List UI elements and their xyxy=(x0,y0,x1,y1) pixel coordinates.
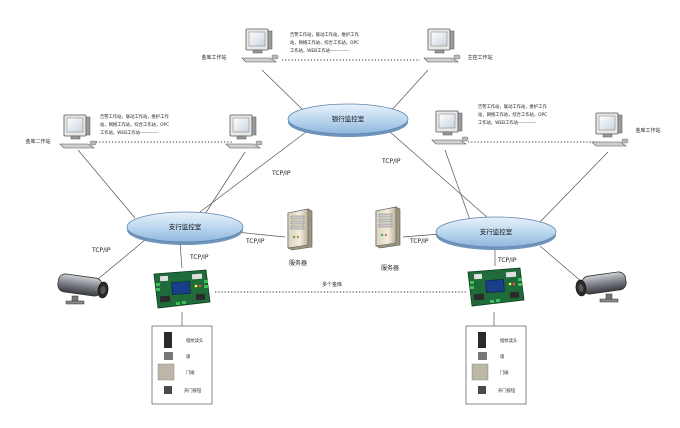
workstation-mid-right-b-icon xyxy=(591,112,629,147)
access-left-item-4: 开门按钮 xyxy=(184,387,202,394)
workstation-mid-right-label: 金库工作站 xyxy=(635,127,660,134)
exit-button-icon xyxy=(478,386,486,394)
roles-right-line-3: 工作站，WEB工作站------------ xyxy=(478,119,537,126)
access-left-item-1: 指纹读头 xyxy=(186,337,204,344)
access-right-item-1: 指纹读头 xyxy=(500,337,518,344)
roles-top-line-1: 告警工作站，联动工作站，维护工作 xyxy=(290,31,359,38)
workstation-mid-left-label: 金库二作站 xyxy=(25,138,50,145)
camera-right-icon xyxy=(574,270,628,303)
door-sensor-icon xyxy=(157,363,175,381)
workstation-top-right-icon xyxy=(423,28,461,63)
exit-button-icon xyxy=(164,386,172,394)
access-right-item-4: 开门按钮 xyxy=(498,387,516,394)
access-right-item-2: 锁 xyxy=(500,353,505,360)
roles-left-line-2: 站，网络工作站，综合工作站，OPC xyxy=(100,121,169,128)
line-left-hub-board xyxy=(179,242,183,269)
hub-left-label: 支行监控室 xyxy=(169,222,202,231)
lock-icon xyxy=(164,352,173,360)
access-right-item-3: 门磁 xyxy=(500,369,509,376)
fingerprint-reader-icon xyxy=(478,332,486,348)
roles-left-line-1: 告警工作站，联动工作站，维护工作 xyxy=(100,113,169,120)
connection-lines xyxy=(77,69,609,326)
dotted-connectors xyxy=(96,59,600,293)
link-label-top-right: TCP/IP xyxy=(381,158,401,165)
roles-top: 告警工作站，联动工作站，维护工作 站，网络工作站，综合工作站，OPC 工作站，W… xyxy=(290,31,359,54)
access-left-item-2: 锁 xyxy=(186,353,191,360)
link-label-right-board: TCP/IP xyxy=(497,257,517,264)
link-label-right-server: TCP/IP xyxy=(409,238,429,245)
server-right-icon xyxy=(375,206,401,249)
server-left-icon xyxy=(287,208,313,251)
link-label-left-server: TCP/IP xyxy=(245,238,265,245)
line-top-right-hub xyxy=(389,131,489,219)
server-left-label: 服务器 xyxy=(289,259,307,267)
roles-right-line-2: 站，网络工作站，综合工作站，OPC xyxy=(478,111,547,118)
link-label-boards: 多个金库 xyxy=(322,281,342,288)
workstation-mid-right-a-icon xyxy=(431,110,469,145)
line-top-left-hub xyxy=(199,131,307,213)
line-left-hub-server xyxy=(235,231,286,238)
link-label-left-camera: TCP/IP xyxy=(91,247,111,254)
roles-right-line-1: 告警工作站，联动工作站，维护工作 xyxy=(478,103,547,110)
workstation-top-left-icon xyxy=(241,28,279,63)
hub-right-label: 支行监控室 xyxy=(480,227,513,236)
roles-top-line-2: 站，网络工作站，综合工作站，OPC xyxy=(290,39,359,46)
access-left-item-3: 门磁 xyxy=(186,369,195,376)
line-left-hub-camera xyxy=(91,239,146,285)
hub-right: 支行监控室 xyxy=(435,216,557,250)
server-right-label: 服务器 xyxy=(381,264,399,272)
controller-board-right-icon xyxy=(467,267,525,307)
controller-board-left-icon xyxy=(153,269,211,309)
line-top-hub-ws-left xyxy=(261,69,306,113)
hub-top: 银行监控室 xyxy=(287,103,409,137)
link-label-left-board: TCP/IP xyxy=(189,254,209,261)
access-panel-left: 指纹读头 锁 门磁 开门按钮 xyxy=(151,325,213,405)
link-label-top-left: TCP/IP xyxy=(271,170,291,177)
camera-left-icon xyxy=(56,272,110,305)
line-left-hub-ws-b xyxy=(204,151,246,215)
roles-left: 告警工作站，联动工作站，维护工作 站，网络工作站，综合工作站，OPC 工作站，W… xyxy=(100,113,169,136)
workstation-mid-left-b-icon xyxy=(225,114,263,149)
roles-right: 告警工作站，联动工作站，维护工作 站，网络工作站，综合工作站，OPC 工作站，W… xyxy=(478,103,547,126)
line-right-hub-ws-a xyxy=(444,149,471,221)
fingerprint-reader-icon xyxy=(164,332,172,348)
line-right-hub-camera xyxy=(539,245,583,283)
workstation-mid-left-a-icon xyxy=(59,114,97,149)
roles-left-line-3: 工作站，WEB工作站------------ xyxy=(100,129,159,136)
workstation-top-right-label: 主控工作站 xyxy=(467,54,492,61)
line-left-hub-ws-a xyxy=(77,149,136,219)
access-panel-right: 指纹读头 锁 门磁 开门按钮 xyxy=(465,325,527,405)
hub-left: 支行监控室 xyxy=(126,211,244,245)
roles-top-line-3: 工作站，WEB工作站------------ xyxy=(290,47,349,54)
workstation-top-left-label: 金库工作站 xyxy=(201,54,226,61)
line-right-hub-server xyxy=(402,233,441,238)
hub-top-label: 银行监控室 xyxy=(332,114,365,123)
lock-icon xyxy=(478,352,487,360)
line-top-hub-ws-right xyxy=(389,69,429,113)
door-sensor-icon xyxy=(471,363,489,381)
line-right-hub-ws-b xyxy=(539,151,609,223)
